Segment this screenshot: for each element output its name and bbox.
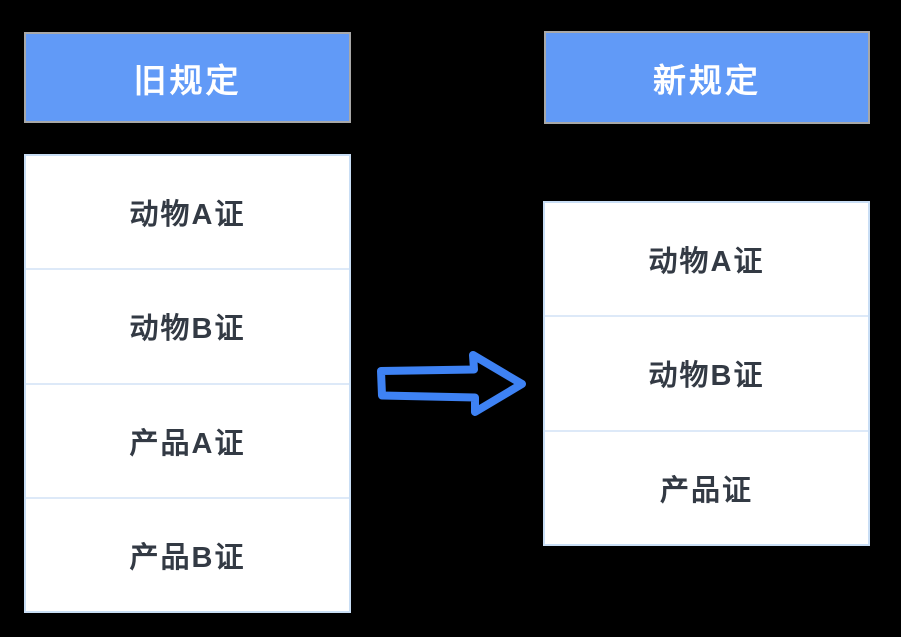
list-item-new-1: 动物B证 (545, 315, 868, 429)
list-item-new-2: 产品证 (545, 429, 868, 544)
new-regulation-list: 动物A证 动物B证 产品证 (543, 201, 870, 546)
list-item-old-0: 动物A证 (129, 199, 246, 232)
new-regulation-header: 新规定 (544, 31, 870, 124)
right-arrow-icon (372, 346, 530, 420)
list-item-old-3: 产品B证 (26, 496, 349, 611)
old-regulation-header: 旧规定 (24, 32, 351, 123)
list-item-old-1: 动物B证 (26, 268, 349, 382)
list-item-new-0: 动物A证 (648, 246, 765, 279)
list-item-old-2: 产品A证 (26, 382, 349, 497)
old-regulation-list: 动物A证 动物B证 产品A证 产品B证 (24, 154, 351, 613)
